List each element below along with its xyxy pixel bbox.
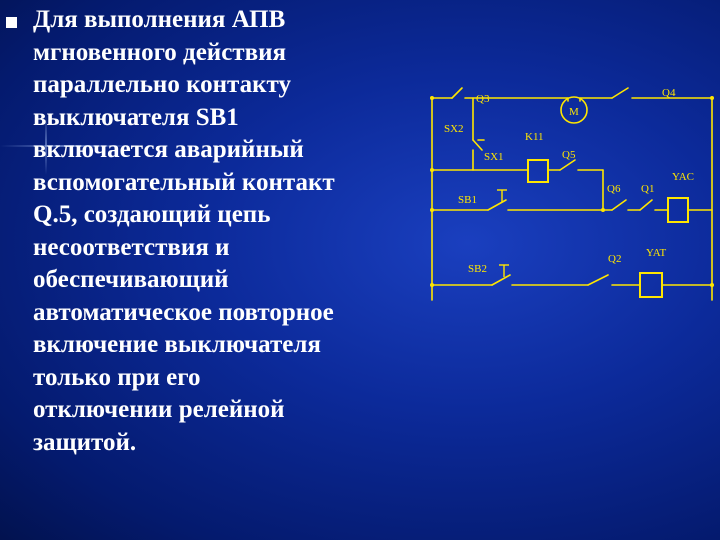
bullet-square-icon bbox=[6, 17, 17, 28]
decorative-glow-vertical bbox=[45, 115, 47, 175]
bullet-text-line: Q.5, создающий цепь bbox=[33, 201, 271, 228]
bullet-text-line: мгновенного действия bbox=[33, 38, 287, 66]
label-m: M bbox=[569, 106, 579, 118]
circuit-schematic: Q3 Q4 M SX2 SX1 K11 Q5 Q6 Q1 YAC SB1 SB2… bbox=[430, 87, 714, 301]
label-q2: Q2 bbox=[608, 253, 621, 265]
label-sb2: SB2 bbox=[468, 263, 487, 275]
bullet-text-line: защитой. bbox=[33, 428, 137, 456]
label-q5: Q5 bbox=[562, 149, 576, 161]
bullet-text-line: только при его bbox=[33, 363, 201, 391]
label-yat: YAT bbox=[646, 247, 666, 259]
bullet-text-line: выключателя SB1 bbox=[33, 103, 239, 131]
bullet-text-line: параллельно контакту bbox=[33, 71, 291, 98]
bullet-text-line: несоответствия и bbox=[33, 233, 230, 261]
bullet-text-line: автоматическое повторное bbox=[33, 298, 334, 326]
bullet-text-line: вспомогательный контакт bbox=[33, 168, 335, 196]
bullet-text-line: включается аварийный bbox=[33, 136, 304, 163]
bullet-text-line: включение выключателя bbox=[33, 331, 321, 358]
bullet-text-line: отключении релейной bbox=[33, 396, 285, 423]
label-q1: Q1 bbox=[641, 183, 654, 195]
label-k11: K11 bbox=[525, 131, 544, 143]
bullet-text-line: обеспечивающий bbox=[33, 266, 229, 293]
label-q4: Q4 bbox=[662, 87, 676, 99]
label-q3: Q3 bbox=[476, 93, 490, 105]
label-q6: Q6 bbox=[607, 183, 621, 195]
label-sx2: SX2 bbox=[444, 123, 464, 135]
label-sb1: SB1 bbox=[458, 194, 477, 206]
bullet-text: Для выполнения АПВ мгновенного действия … bbox=[33, 4, 433, 459]
decorative-glow-horizontal bbox=[0, 145, 140, 147]
bullet-text-line: Для выполнения АПВ bbox=[33, 6, 286, 33]
label-sx1: SX1 bbox=[484, 151, 504, 163]
label-yac: YAC bbox=[672, 171, 694, 183]
